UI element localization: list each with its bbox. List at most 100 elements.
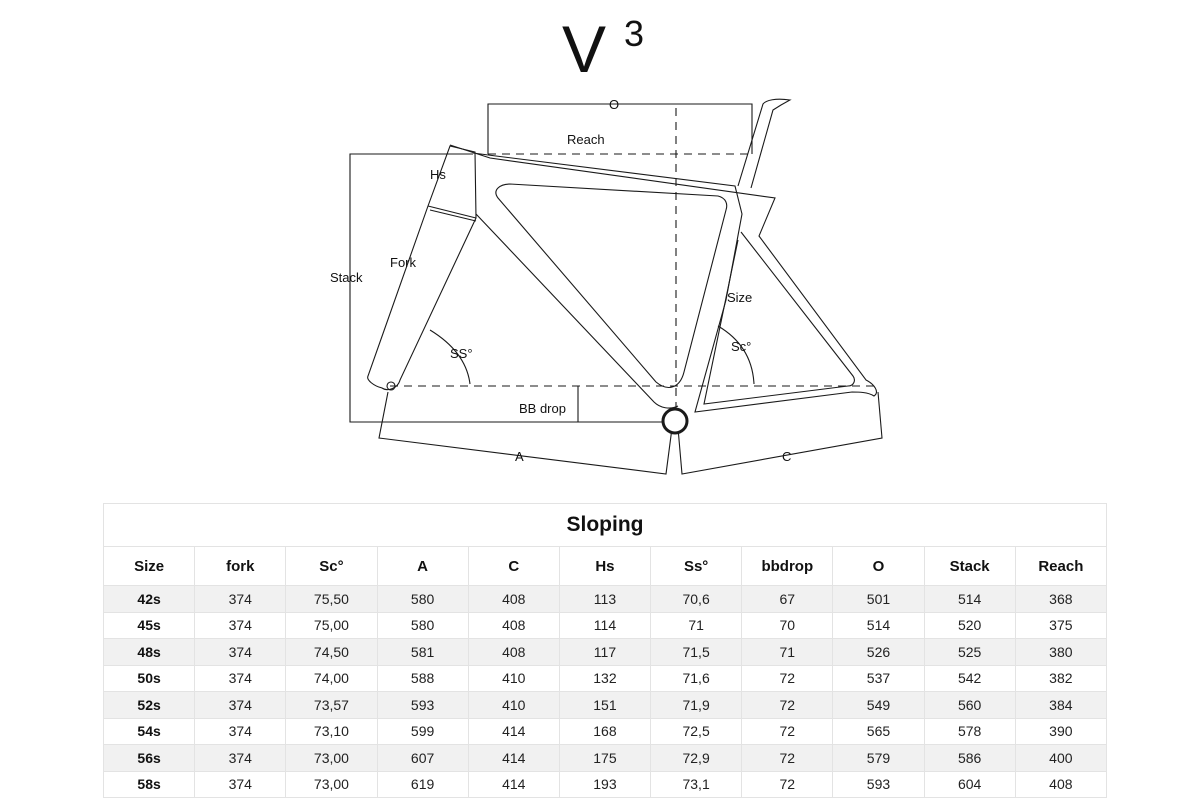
table-cell: 580: [376, 611, 469, 639]
table-cell: 71,9: [650, 691, 743, 719]
label-a: A: [515, 449, 524, 464]
table-cell: 382: [1014, 664, 1108, 692]
table-cell: 374: [194, 717, 287, 745]
table-cell: 374: [194, 638, 287, 666]
table-cell: 414: [467, 770, 560, 798]
main-frame-outline: [449, 144, 877, 413]
table-cell: 560: [923, 691, 1016, 719]
column-header: Hs: [558, 546, 652, 586]
table-cell: 75,00: [285, 611, 378, 639]
table-cell: 400: [1014, 744, 1108, 772]
table-cell: 72: [741, 717, 834, 745]
size-cell: 50s: [102, 664, 196, 692]
o-dimension-box: [487, 103, 753, 154]
table-cell: 408: [1014, 770, 1108, 798]
table-cell: 593: [832, 770, 925, 798]
table-cell: 414: [467, 744, 560, 772]
label-bb-drop: BB drop: [519, 401, 566, 416]
table-cell: 73,00: [285, 770, 378, 798]
table-cell: 525: [923, 638, 1016, 666]
table-cell: 72: [741, 691, 834, 719]
column-header: Ss°: [650, 546, 743, 586]
column-header: Size: [102, 546, 196, 586]
size-cell: 48s: [102, 638, 196, 666]
table-cell: 408: [467, 638, 560, 666]
logo-letter: V: [562, 12, 606, 86]
table-cell: 67: [741, 585, 834, 613]
a-dimension-box: [378, 391, 673, 475]
table-cell: 72,9: [650, 744, 743, 772]
table-cell: 74,00: [285, 664, 378, 692]
size-cell: 56s: [102, 744, 196, 772]
table-cell: 586: [923, 744, 1016, 772]
table-cell: 368: [1014, 585, 1108, 613]
table-cell: 588: [376, 664, 469, 692]
seatpost-outline: [737, 98, 792, 189]
frame-geometry-diagram: V 3 O Reach Hs Stack Fork Size Sc° SS° B…: [330, 12, 883, 475]
table-cell: 380: [1014, 638, 1108, 666]
column-header: Reach: [1014, 546, 1108, 586]
fork-outline: [367, 145, 477, 391]
table-cell: 619: [376, 770, 469, 798]
table-cell: 71: [650, 611, 743, 639]
table-cell: 565: [832, 717, 925, 745]
table-cell: 72: [741, 744, 834, 772]
head-tube-line-2: [429, 209, 477, 222]
table-cell: 70: [741, 611, 834, 639]
label-ss-angle: SS°: [450, 346, 473, 361]
label-size: Size: [727, 290, 752, 305]
label-hs: Hs: [430, 167, 446, 182]
table-cell: 549: [832, 691, 925, 719]
column-header: fork: [194, 546, 287, 586]
column-header: O: [832, 546, 925, 586]
ss-angle-arc: [429, 329, 471, 385]
table-cell: 593: [376, 691, 469, 719]
table-cell: 73,10: [285, 717, 378, 745]
size-cell: 54s: [102, 717, 196, 745]
table-cell: 73,57: [285, 691, 378, 719]
logo-superscript: 3: [624, 13, 644, 54]
table-cell: 501: [832, 585, 925, 613]
table-cell: 410: [467, 664, 560, 692]
table-cell: 599: [376, 717, 469, 745]
brand-logo: V 3: [562, 12, 644, 86]
table-cell: 113: [558, 585, 652, 613]
table-cell: 607: [376, 744, 469, 772]
label-sc-angle: Sc°: [731, 339, 751, 354]
down-tube-outline: [475, 213, 679, 409]
table-cell: 514: [923, 585, 1016, 613]
size-cell: 58s: [102, 770, 196, 798]
table-cell: 526: [832, 638, 925, 666]
table-cell: 70,6: [650, 585, 743, 613]
table-cell: 580: [376, 585, 469, 613]
label-reach: Reach: [567, 132, 605, 147]
bottom-bracket-circle: [661, 407, 689, 435]
table-cell: 579: [832, 744, 925, 772]
table-cell: 193: [558, 770, 652, 798]
table-cell: 537: [832, 664, 925, 692]
table-cell: 581: [376, 638, 469, 666]
table-cell: 175: [558, 744, 652, 772]
table-cell: 520: [923, 611, 1016, 639]
table-cell: 542: [923, 664, 1016, 692]
table-cell: 374: [194, 691, 287, 719]
table-title: Sloping: [103, 503, 1107, 547]
table-cell: 71,6: [650, 664, 743, 692]
table-cell: 72: [741, 770, 834, 798]
column-header: bbdrop: [741, 546, 834, 586]
table-cell: 410: [467, 691, 560, 719]
table-cell: 71,5: [650, 638, 743, 666]
table-cell: 390: [1014, 717, 1108, 745]
table-cell: 408: [467, 611, 560, 639]
table-cell: 74,50: [285, 638, 378, 666]
table-cell: 374: [194, 744, 287, 772]
table-cell: 375: [1014, 611, 1108, 639]
head-tube-line: [427, 205, 477, 219]
c-dimension-box: [677, 391, 883, 475]
column-header: C: [467, 546, 560, 586]
